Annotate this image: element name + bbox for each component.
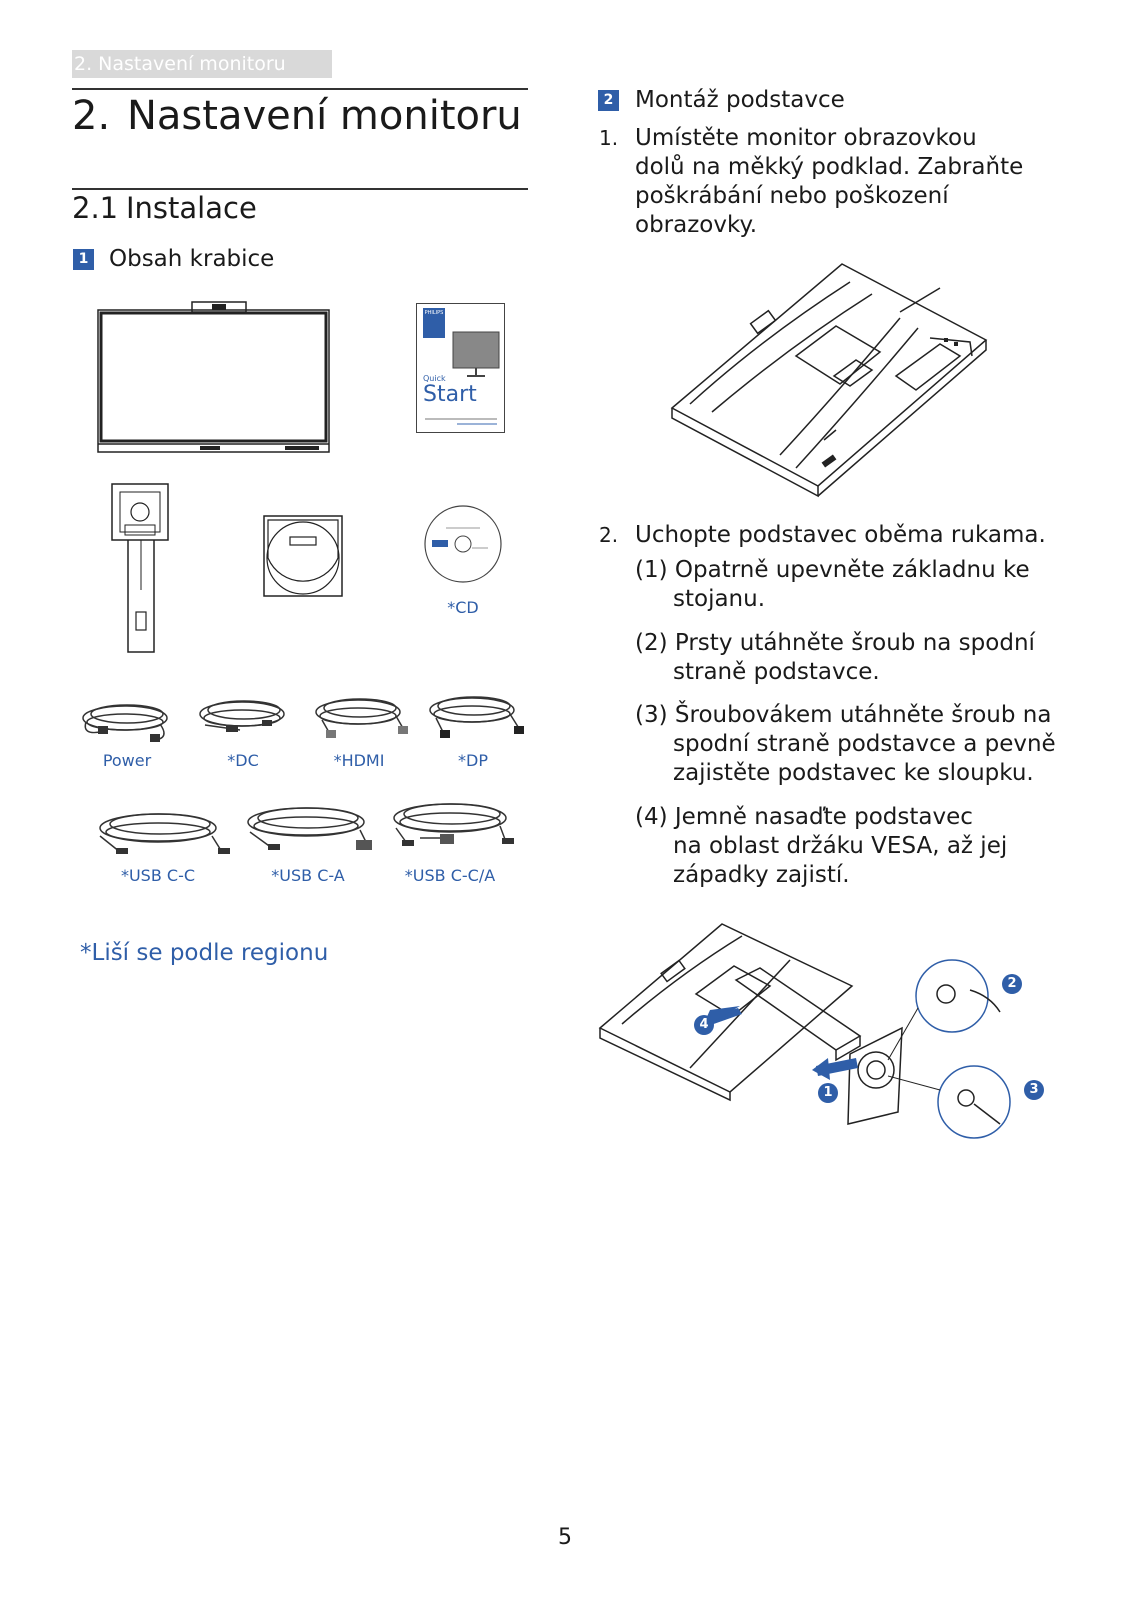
step1-line: Umístěte monitor obrazovkou xyxy=(635,125,977,151)
box-contents-title: Obsah krabice xyxy=(109,246,275,272)
substep-line: (2) Prsty utáhněte šroub na spodní xyxy=(635,630,1035,656)
substep-line: zajistěte podstavec ke sloupku. xyxy=(673,760,1034,786)
substep-2: (2) Prsty utáhněte šroub na spodní stran… xyxy=(635,629,1095,687)
substep-3: (3) Šroubovákem utáhněte šroub na spodní… xyxy=(635,701,1105,788)
substep-line: západky zajistí. xyxy=(673,862,850,888)
substep-line: stojanu. xyxy=(673,586,766,612)
substep-4: (4) Jemně nasaďte podstavec na oblast dr… xyxy=(635,803,1095,890)
cable-label-usb-c-c: *USB C-C xyxy=(120,866,196,885)
cables-row-1-illustration xyxy=(82,696,524,742)
substep-line: na oblast držáku VESA, až jej xyxy=(673,833,1008,859)
quick-start-guide: PHILIPS Quick Start xyxy=(416,303,505,433)
cable-label-usb-c-a: *USB C-A xyxy=(271,866,345,885)
cable-label-power: Power xyxy=(102,751,152,770)
quick-start-fine-print-2 xyxy=(457,423,497,425)
cable-label-dp: *DP xyxy=(458,751,488,770)
callout-3: 3 xyxy=(1029,1082,1039,1097)
section-number: 2.1 xyxy=(72,191,119,225)
chapter-title: 2. Nastavení monitoru xyxy=(72,92,522,140)
substep-line: spodní straně podstavce a pevně xyxy=(673,731,1056,757)
monitor-front-illustration xyxy=(97,301,330,453)
step2-text: Uchopte podstavec oběma rukama. xyxy=(635,522,1046,548)
cables-row-2-illustration xyxy=(99,803,514,854)
cd-label: *CD xyxy=(447,598,479,617)
region-note: *Liší se podle regionu xyxy=(80,940,329,966)
chapter-text: Nastavení monitoru xyxy=(127,93,522,139)
step1-line: obrazovky. xyxy=(635,212,758,238)
quick-start-start-label: Start xyxy=(423,382,477,407)
cable-label-usb-c-c-a: *USB C-C/A xyxy=(404,866,496,885)
quick-start-brand: PHILIPS xyxy=(424,310,444,316)
stand-assembly-illustration xyxy=(598,923,1044,1139)
substep-line: (1) Opatrně upevněte základnu ke xyxy=(635,557,1030,583)
substep-1: (1) Opatrně upevněte základnu ke stojanu… xyxy=(635,556,1095,614)
monitor-thumbnail-icon xyxy=(452,331,500,377)
step1-text: Umístěte monitor obrazovkou dolů na měkk… xyxy=(635,124,1085,240)
stand-install-title: Montáž podstavce xyxy=(635,87,845,113)
stand-base-illustration xyxy=(263,515,343,597)
quick-start-fine-print xyxy=(425,418,497,420)
step-badge-2: 2 xyxy=(598,90,619,111)
cable-label-dc: *DC xyxy=(227,751,259,770)
quick-start-cover-band: PHILIPS xyxy=(423,308,445,338)
callout-2: 2 xyxy=(1007,976,1017,991)
quick-start-quick-label: Quick xyxy=(423,374,446,383)
section-text: Instalace xyxy=(126,191,257,225)
running-header: 2. Nastavení monitoru xyxy=(72,50,332,78)
callout-1: 1 xyxy=(823,1085,833,1100)
chapter-number: 2. xyxy=(72,93,111,139)
section-rule xyxy=(72,188,528,190)
step-badge-1: 1 xyxy=(73,249,94,270)
cd-illustration xyxy=(424,505,502,583)
step2-number: 2. xyxy=(599,523,619,547)
monitor-face-down-illustration xyxy=(670,263,988,498)
substep-line: straně podstavce. xyxy=(673,659,880,685)
stand-column-illustration xyxy=(111,483,169,653)
substep-line: (4) Jemně nasaďte podstavec xyxy=(635,804,973,830)
callout-4: 4 xyxy=(699,1017,709,1032)
page-number: 5 xyxy=(558,1525,572,1550)
heading-rule xyxy=(72,88,528,90)
step1-line: dolů na měkký podklad. Zabraňte xyxy=(635,154,1024,180)
step1-number: 1. xyxy=(599,126,619,150)
substep-line: (3) Šroubovákem utáhněte šroub na xyxy=(635,702,1052,728)
cable-label-hdmi: *HDMI xyxy=(333,751,385,770)
step1-line: poškrábání nebo poškození xyxy=(635,183,949,209)
